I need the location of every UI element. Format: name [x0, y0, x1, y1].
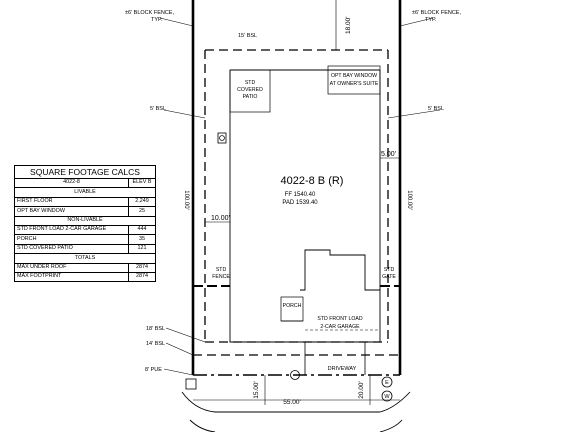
table-row-value: 35: [128, 234, 156, 245]
plan-name: 4022-8 B (R): [281, 175, 344, 187]
dim-15-bottom: 15.00': [253, 381, 260, 399]
marker-e: E: [385, 380, 389, 386]
plan-labels: ±6' BLOCK FENCE, TYP. ±6' BLOCK FENCE, T…: [125, 10, 461, 406]
plan-cell: 4022-8: [14, 177, 129, 189]
block-fence-right-label: ±6' BLOCK FENCE,: [412, 10, 461, 16]
porch-label: PORCH: [283, 303, 302, 309]
dim-vertical-right: 100.00': [406, 190, 412, 210]
table-row-label: PORCH: [14, 234, 129, 245]
table-row-value: 25: [128, 206, 156, 217]
dim-18-top: 18.00': [345, 16, 352, 34]
patio-label-3: PATIO: [243, 94, 258, 100]
pad-elevation: PAD 1539.40: [282, 200, 318, 206]
table-title: SQUARE FOOTAGE CALCS: [14, 165, 156, 179]
dimension-lines: [159, 0, 441, 405]
bsl-5-left-label: 5' BSL: [150, 106, 166, 112]
utility-markers: [185, 132, 393, 402]
table-row-label: MAX FOOTPRINT: [14, 271, 129, 283]
table-row-value: 2874: [128, 271, 156, 283]
table-row-value: 2,249: [128, 196, 156, 208]
bsl-5-right-label: 5' BSL: [428, 106, 444, 112]
dim-5-right: 5.00': [381, 151, 396, 158]
table-row-label: STD COVERED PATIO: [14, 243, 129, 255]
bay-window-label-2: AT OWNER'S SUITE: [330, 81, 379, 87]
meter-icon: [290, 370, 300, 380]
livable-header: LIVABLE: [14, 187, 156, 198]
dim-55: 55.00': [283, 399, 301, 406]
table-row-label: OPT BAY WINDOW: [14, 206, 129, 217]
bsl-14-label: 14' BSL: [146, 341, 165, 347]
table-row-label: STD FRONT LOAD 2-CAR GARAGE: [14, 224, 129, 236]
dim-10: 10.00': [211, 215, 230, 222]
std-fence-label-1: STD: [216, 267, 227, 273]
dim-20: 20.00': [358, 381, 365, 399]
block-fence-right-label-2: TYP.: [425, 17, 437, 23]
garage-label-1: STD FRONT LOAD: [317, 316, 362, 322]
house-footprint: [229, 65, 381, 343]
ac-unit-icon: [217, 132, 227, 144]
patio-label-2: COVERED: [237, 87, 263, 93]
property-lines: [191, 0, 402, 376]
dim-vertical-left: 100.00': [183, 190, 189, 210]
patio-label-1: STD: [245, 80, 256, 86]
block-fence-left-label: ±6' BLOCK FENCE,: [125, 10, 174, 16]
table-row-value: 444: [128, 224, 156, 236]
table-row-label: FIRST FLOOR: [14, 196, 129, 208]
driveway-label: DRIVEWAY: [328, 366, 357, 372]
non-livable-header: NON-LIVABLE: [14, 215, 156, 226]
std-gate-label-2: GATE: [382, 274, 396, 280]
marker-w: W: [384, 394, 390, 400]
pue-8-label: 8' PUE: [145, 367, 162, 373]
ff-elevation: FF 1540.40: [285, 192, 316, 198]
driveway: [304, 342, 366, 375]
totals-header: TOTALS: [14, 253, 156, 264]
block-fence-left-label-2: TYP.: [151, 17, 163, 23]
table-row-label: MAX UNDER ROOF: [14, 262, 129, 273]
table-row-value: 2874: [128, 262, 156, 273]
square-footage-table: SQUARE FOOTAGE CALCS 4022-8 ELEV B LIVAB…: [14, 165, 156, 283]
pue-box-icon: [185, 378, 197, 390]
bsl-15-label: 15' BSL: [238, 33, 257, 39]
std-gate-label-1: STD: [384, 267, 395, 273]
bay-window-label-1: OPT BAY WINDOW: [331, 73, 377, 79]
garage-label-2: 2-CAR GARAGE: [320, 324, 360, 330]
bsl-18-label: 18' BSL: [146, 326, 165, 332]
table-row-value: 121: [128, 243, 156, 255]
street-curb: [181, 391, 411, 432]
elev-cell: ELEV B: [128, 177, 156, 189]
std-fence-label-2: FENCE: [212, 274, 230, 280]
